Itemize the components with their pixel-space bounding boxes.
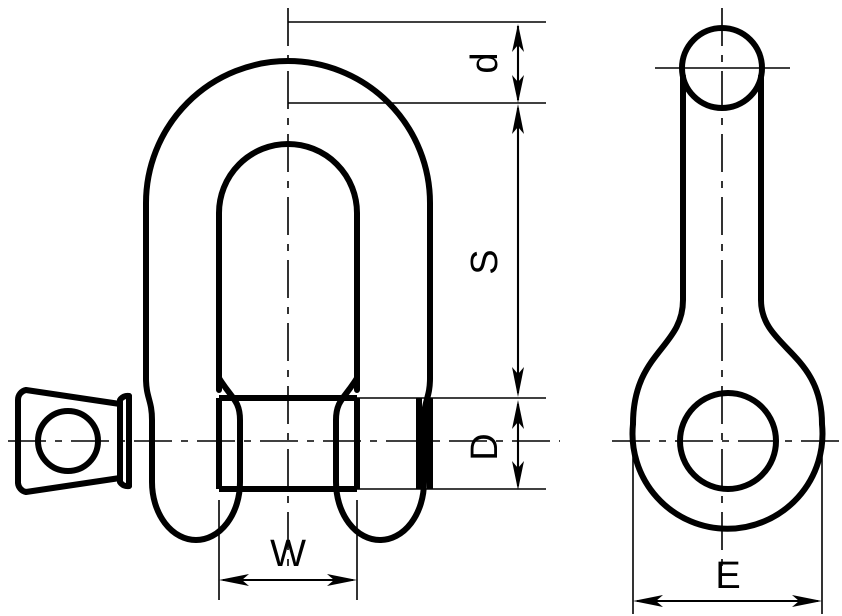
front-view-body [143, 58, 433, 543]
dimension-label-S: S [464, 249, 506, 274]
dimension-label-D: D [464, 433, 506, 460]
side-view-body [629, 25, 826, 532]
dimension-E: E [633, 555, 822, 607]
dimension-label-W: W [270, 533, 306, 575]
projection-lines [218, 21, 823, 614]
dimension-d: d [464, 24, 524, 103]
dimension-D: D [464, 400, 524, 490]
dimension-label-E: E [715, 555, 740, 597]
dimension-W: W [219, 533, 357, 586]
front-view-screw-pin [15, 387, 433, 495]
dimension-S: S [464, 104, 524, 397]
dimension-label-d: d [464, 52, 506, 73]
